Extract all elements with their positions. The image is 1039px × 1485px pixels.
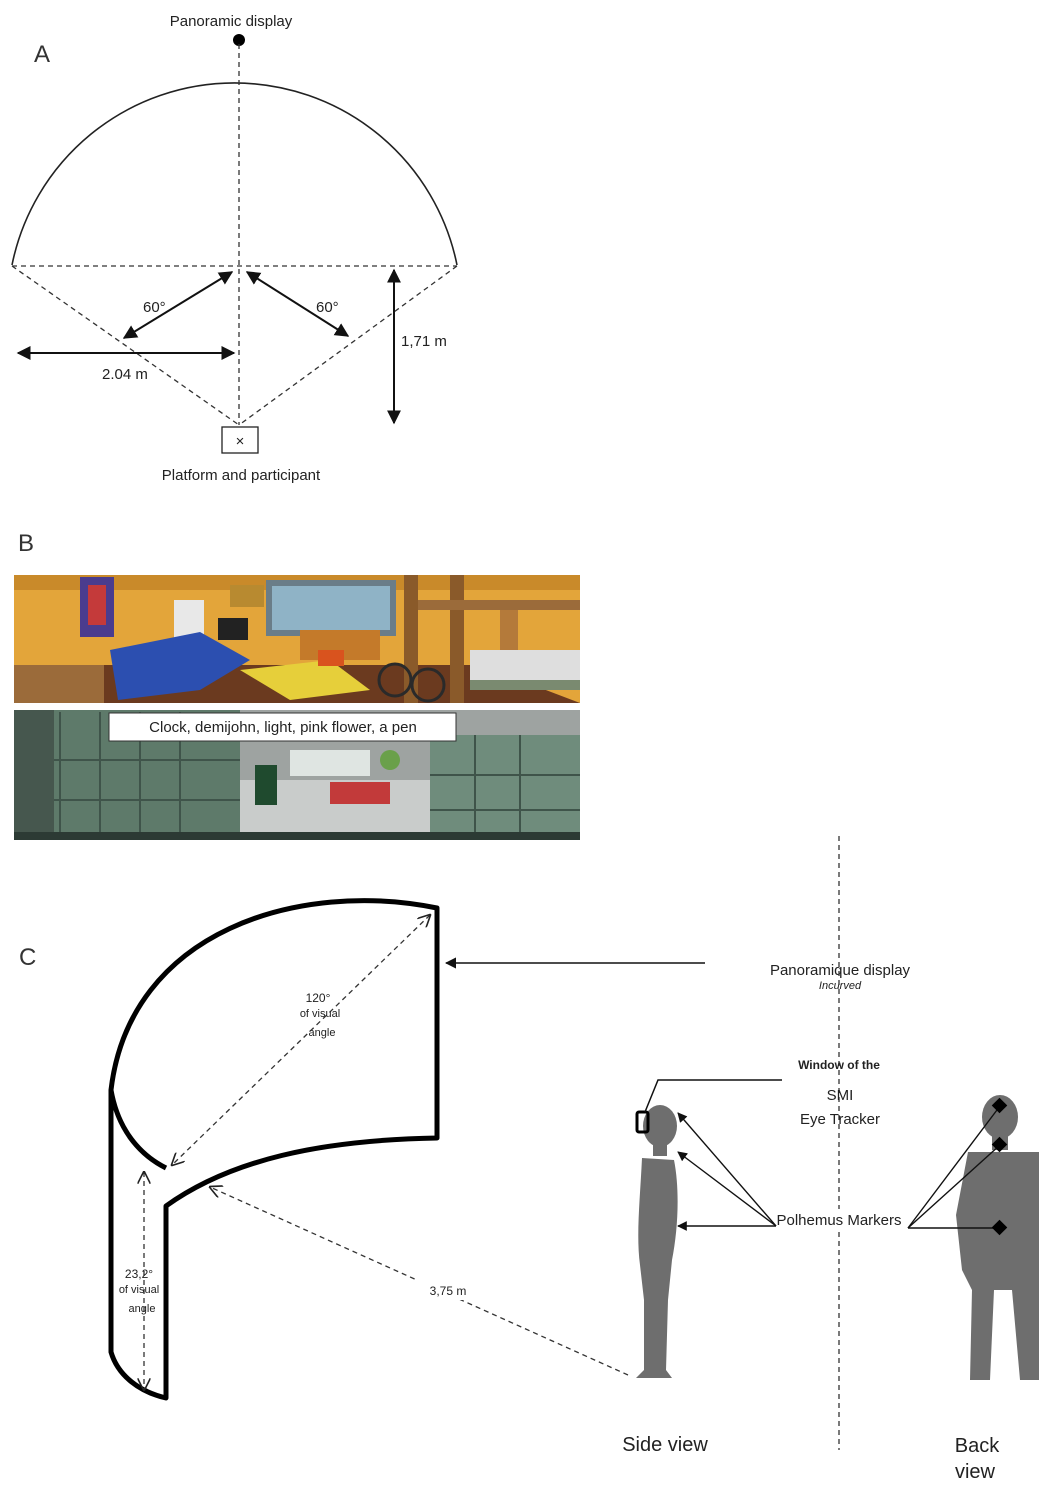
panel-b: B: [14, 530, 580, 840]
participant-x-icon: ×: [236, 433, 245, 450]
v-angle-value: 23,2°: [125, 1267, 153, 1281]
side-markers-pointers: [677, 1112, 777, 1231]
panel-c: C 120° of visual angle 23,2° of visual a…: [19, 836, 1039, 1483]
back-view-label-line1: Back: [955, 1435, 1000, 1457]
eye-tracker-headset-icon: [635, 1110, 650, 1134]
distance-label-bg: [418, 1280, 478, 1300]
objects-caption: Clock, demijohn, light, pink flower, a p…: [149, 719, 417, 736]
back-view-label-line2: view: [955, 1461, 996, 1483]
eye-tracker-label: Eye Tracker: [800, 1111, 880, 1128]
back-view-person: [956, 1095, 1039, 1380]
h-angle-value: 120°: [306, 991, 331, 1005]
panel-c-letter: C: [19, 944, 36, 971]
v-angle-line3: angle: [129, 1303, 156, 1315]
markers-label-bg: [760, 1209, 918, 1229]
panel-a: A Panoramic display 60° 60° 2.04 m 1,71 …: [11, 13, 458, 484]
display-sublabel: Incurved: [819, 980, 862, 992]
side-view-label: Side view: [622, 1434, 708, 1456]
h-angle-line2: of visual: [300, 1008, 340, 1020]
right-angle-arrow: [245, 271, 350, 337]
distance-label: 3,75 m: [430, 1284, 467, 1298]
side-view-person: [636, 1105, 678, 1378]
panel-b-letter: B: [18, 530, 34, 557]
radius-label: 2.04 m: [102, 366, 148, 383]
display-arc: [11, 82, 458, 266]
bedroom-scene-image: [14, 575, 580, 703]
horizontal-angle-arrow: [172, 915, 430, 1165]
screen-inner-edge: [108, 1089, 168, 1171]
depth-label: 1,71 m: [401, 333, 447, 350]
eye-tracker-pointer: [644, 1079, 782, 1113]
angle-left-label: 60°: [143, 299, 166, 316]
panoramic-display-label: Panoramic display: [170, 13, 293, 30]
window-label: Window of the: [798, 1058, 880, 1072]
left-angle-arrow: [122, 271, 234, 339]
v-angle-line2: of visual: [119, 1284, 159, 1296]
smi-label: SMI: [827, 1087, 854, 1104]
display-top-dot: [233, 34, 245, 46]
panel-a-letter: A: [34, 41, 50, 68]
caption-box: [108, 712, 457, 742]
left-view-dashed-line: [11, 265, 240, 426]
angle-right-label: 60°: [316, 299, 339, 316]
platform-box: [221, 426, 259, 454]
back-marker-dots: [991, 1097, 1008, 1236]
platform-label: Platform and participant: [162, 467, 321, 484]
curved-screen: [108, 898, 440, 1401]
h-angle-line3: angle: [309, 1027, 336, 1039]
back-markers-pointers: [907, 1105, 1001, 1229]
markers-label: Polhemus Markers: [776, 1212, 901, 1229]
display-label: Panoramique display: [770, 962, 911, 979]
